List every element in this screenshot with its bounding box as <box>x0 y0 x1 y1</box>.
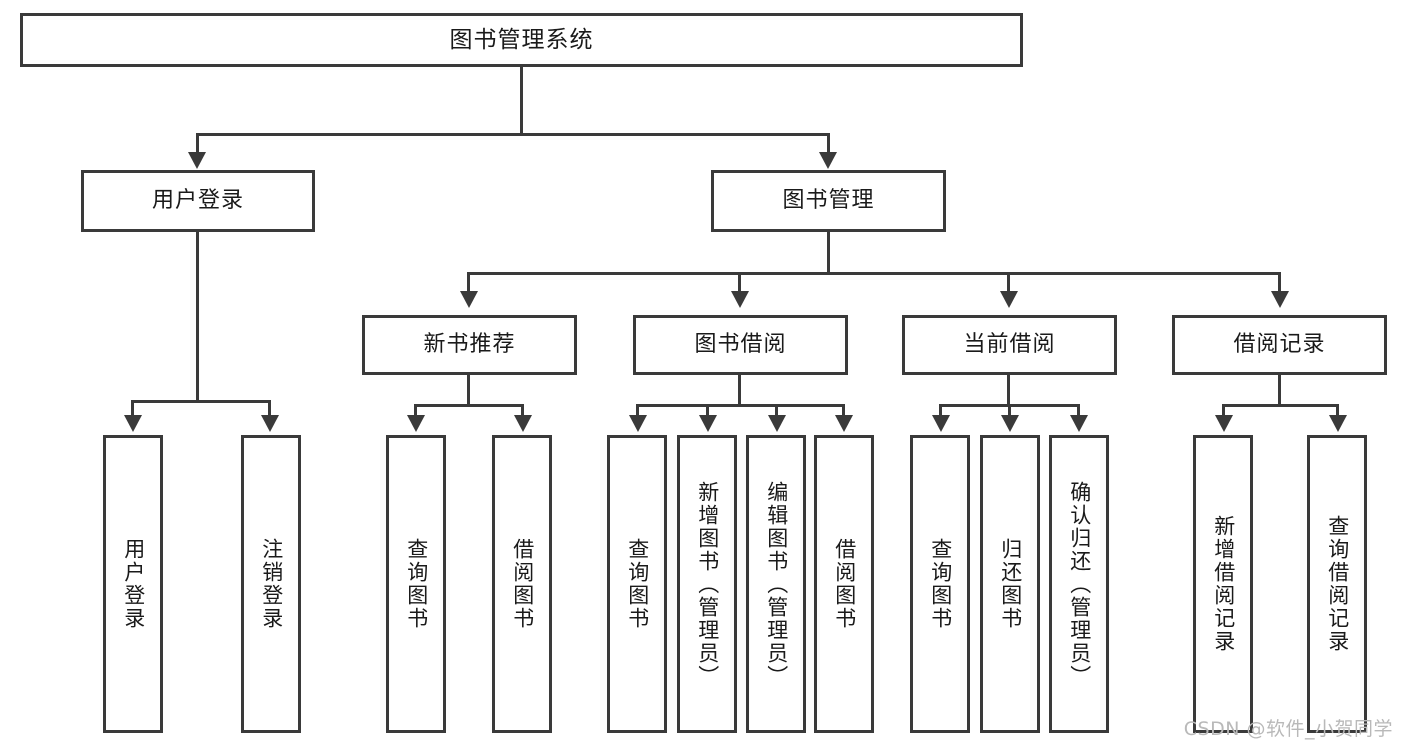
connector-borrow-record-stem <box>1278 375 1281 407</box>
connector-current-borrow-child-1 <box>939 404 942 418</box>
arrow-book-manage-to-new-book <box>460 291 478 308</box>
node-label: 新增借阅记录 <box>1211 515 1236 653</box>
connector-book-borrow-child-2 <box>706 404 709 418</box>
connector-new-book-stem <box>467 375 470 407</box>
connector-new-book-child-1 <box>414 404 417 418</box>
connector-root-bus <box>196 133 830 136</box>
arrow-borrow-record-child-1 <box>1215 415 1233 432</box>
connector-book-borrow-bus <box>636 404 844 407</box>
node-leaf-add-borrow-record[interactable]: 新增借阅记录 <box>1193 435 1253 733</box>
node-label: 图书借阅 <box>694 332 787 358</box>
connector-book-manage-to-new-book <box>467 272 470 294</box>
connector-book-manage-bus <box>467 272 1281 275</box>
node-label: 查询图书 <box>625 538 650 630</box>
arrow-book-borrow-child-2 <box>699 415 717 432</box>
node-leaf-edit-book-admin[interactable]: 编辑图书（管理员） <box>746 435 806 733</box>
node-label: 借阅图书 <box>510 538 535 630</box>
node-user-login[interactable]: 用户登录 <box>81 170 315 232</box>
connector-current-borrow-stem <box>1007 375 1010 407</box>
node-borrow-record[interactable]: 借阅记录 <box>1172 315 1387 375</box>
node-current-borrow[interactable]: 当前借阅 <box>902 315 1117 375</box>
arrow-user-login-child-1 <box>124 415 142 432</box>
arrow-user-login-child-2 <box>261 415 279 432</box>
connector-user-login-child-1 <box>131 400 134 418</box>
connector-book-manage-stem <box>827 232 830 274</box>
node-leaf-logout[interactable]: 注销登录 <box>241 435 301 733</box>
arrow-borrow-record-child-2 <box>1329 415 1347 432</box>
connector-root-to-book-manage <box>827 133 830 155</box>
connector-user-login-child-2 <box>268 400 271 418</box>
arrow-root-to-user-login <box>188 152 206 169</box>
arrow-book-borrow-child-1 <box>629 415 647 432</box>
arrow-book-manage-to-current-borrow <box>1000 291 1018 308</box>
arrow-current-borrow-child-3 <box>1070 415 1088 432</box>
node-leaf-return-book[interactable]: 归还图书 <box>980 435 1040 733</box>
connector-book-borrow-child-1 <box>636 404 639 418</box>
node-leaf-borrow-book[interactable]: 借阅图书 <box>814 435 874 733</box>
connector-borrow-record-child-1 <box>1222 404 1225 418</box>
node-label: 图书管理系统 <box>449 26 594 53</box>
connector-new-book-child-2 <box>521 404 524 418</box>
node-label: 用户登录 <box>151 188 244 214</box>
connector-current-borrow-child-2 <box>1008 404 1011 418</box>
node-label: 图书管理 <box>782 188 875 214</box>
arrow-new-book-child-2 <box>514 415 532 432</box>
connector-borrow-record-child-2 <box>1336 404 1339 418</box>
node-label: 借阅记录 <box>1233 332 1326 358</box>
arrow-root-to-book-manage <box>819 152 837 169</box>
node-label: 归还图书 <box>998 538 1023 630</box>
node-label: 用户登录 <box>121 538 146 630</box>
node-label: 查询图书 <box>928 538 953 630</box>
node-label: 当前借阅 <box>963 332 1056 358</box>
node-leaf-query-book-current[interactable]: 查询图书 <box>910 435 970 733</box>
node-label: 新增图书（管理员） <box>695 480 720 688</box>
connector-current-borrow-child-3 <box>1077 404 1080 418</box>
arrow-book-borrow-child-4 <box>835 415 853 432</box>
node-label: 借阅图书 <box>832 538 857 630</box>
connector-user-login-bus <box>131 400 271 403</box>
connector-book-manage-to-borrow-record <box>1278 272 1281 294</box>
connector-new-book-bus <box>414 404 524 407</box>
node-label: 新书推荐 <box>423 332 516 358</box>
connector-user-login-stem <box>196 232 199 403</box>
node-leaf-user-login[interactable]: 用户登录 <box>103 435 163 733</box>
node-label: 查询借阅记录 <box>1325 515 1350 653</box>
arrow-book-manage-to-borrow-record <box>1271 291 1289 308</box>
connector-root-to-user-login <box>196 133 199 155</box>
arrow-current-borrow-child-1 <box>932 415 950 432</box>
node-label: 确认归还（管理员） <box>1067 480 1092 688</box>
node-label: 注销登录 <box>259 538 284 630</box>
node-label: 查询图书 <box>404 538 429 630</box>
connector-book-borrow-child-4 <box>842 404 845 418</box>
arrow-new-book-child-1 <box>407 415 425 432</box>
node-leaf-query-book-recommend[interactable]: 查询图书 <box>386 435 446 733</box>
node-leaf-query-borrow-record[interactable]: 查询借阅记录 <box>1307 435 1367 733</box>
node-leaf-add-book-admin[interactable]: 新增图书（管理员） <box>677 435 737 733</box>
arrow-current-borrow-child-2 <box>1001 415 1019 432</box>
arrow-book-manage-to-book-borrow <box>731 291 749 308</box>
connector-book-borrow-stem <box>738 375 741 407</box>
node-root-system[interactable]: 图书管理系统 <box>20 13 1023 67</box>
node-label: 编辑图书（管理员） <box>764 480 789 688</box>
connector-book-manage-to-current-borrow <box>1007 272 1010 294</box>
connector-borrow-record-bus <box>1222 404 1339 407</box>
connector-book-manage-to-book-borrow <box>738 272 741 294</box>
node-new-book-recommend[interactable]: 新书推荐 <box>362 315 577 375</box>
node-leaf-confirm-return-admin[interactable]: 确认归还（管理员） <box>1049 435 1109 733</box>
node-leaf-borrow-book-recommend[interactable]: 借阅图书 <box>492 435 552 733</box>
connector-book-borrow-child-3 <box>775 404 778 418</box>
node-leaf-query-book[interactable]: 查询图书 <box>607 435 667 733</box>
node-book-manage[interactable]: 图书管理 <box>711 170 946 232</box>
node-book-borrow[interactable]: 图书借阅 <box>633 315 848 375</box>
arrow-book-borrow-child-3 <box>768 415 786 432</box>
connector-root-stem <box>520 67 523 135</box>
